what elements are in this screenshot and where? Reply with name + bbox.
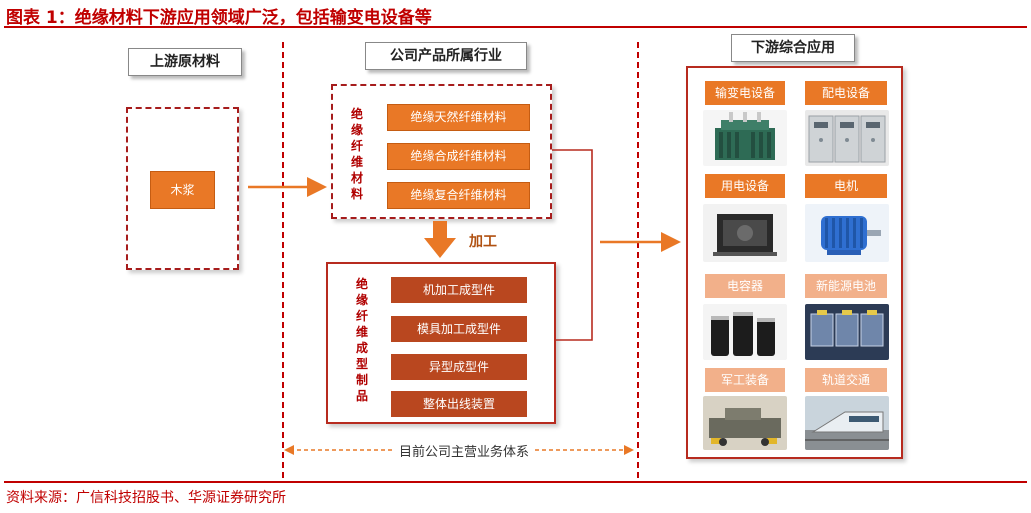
rail-transit-image: [805, 396, 889, 450]
military-equipment-image: [703, 396, 787, 450]
fiber-material-box: 绝缘纤维材料 绝缘天然纤维材料 绝缘合成纤维材料 绝缘复合纤维材料: [331, 84, 552, 219]
app-label-capacitor: 电容器: [705, 274, 785, 298]
downstream-box: 输变电设备 配电设备 用电设备 电机 电容器 新能源电池: [686, 66, 903, 459]
electric-motor-image: [805, 204, 889, 262]
footer-rule: [4, 481, 1027, 483]
app-label-new-energy-battery: 新能源电池: [805, 274, 887, 298]
fiber-material-item: 绝缘天然纤维材料: [387, 104, 530, 131]
app-label-military-equipment: 军工装备: [705, 368, 785, 392]
arrow-process-down: [424, 221, 456, 258]
fiber-material-label: 绝缘纤维材料: [350, 107, 363, 201]
title-rule: [4, 26, 1027, 28]
fiber-product-item: 模具加工成型件: [391, 316, 527, 342]
fiber-products-box: 绝缘纤维成型制品 机加工成型件 模具加工成型件 异型成型件 整体出线装置: [326, 262, 556, 424]
app-label-distribution: 配电设备: [805, 81, 887, 105]
fiber-material-item: 绝缘复合纤维材料: [387, 182, 530, 209]
process-label: 加工: [469, 234, 497, 250]
fiber-products-label: 绝缘纤维成型制品: [355, 277, 368, 403]
separator-left: [282, 42, 284, 478]
separator-right: [637, 42, 639, 478]
scope-arrow-left: [284, 445, 294, 455]
generator-set-image: [703, 204, 787, 262]
company-header: 公司产品所属行业: [365, 42, 527, 70]
bracket-connector: [552, 149, 593, 341]
upstream-box: 木浆: [126, 107, 239, 270]
downstream-header: 下游综合应用: [731, 34, 855, 62]
upstream-header: 上游原材料: [128, 48, 242, 76]
fiber-product-item: 整体出线装置: [391, 391, 527, 417]
capacitor-image: [703, 304, 787, 360]
fiber-product-item: 异型成型件: [391, 354, 527, 380]
raw-material-box: 木浆: [150, 171, 215, 209]
transformer-image: [703, 110, 787, 166]
figure-title: 图表 1：绝缘材料下游应用领域广泛，包括输变电设备等: [6, 8, 432, 28]
scope-label: 目前公司主营业务体系: [395, 441, 534, 460]
fiber-product-item: 机加工成型件: [391, 277, 527, 303]
app-label-rail-transit: 轨道交通: [805, 368, 887, 392]
figure-source: 资料来源：广信科技招股书、华源证券研究所: [6, 490, 286, 506]
scope-arrow-right: [624, 445, 634, 455]
fiber-material-item: 绝缘合成纤维材料: [387, 143, 530, 170]
app-label-power-transmission: 输变电设备: [705, 81, 785, 105]
switchgear-cabinet-image: [805, 110, 889, 166]
app-label-electrical-equipment: 用电设备: [705, 174, 785, 198]
battery-pack-image: [805, 304, 889, 360]
app-label-motor: 电机: [805, 174, 887, 198]
